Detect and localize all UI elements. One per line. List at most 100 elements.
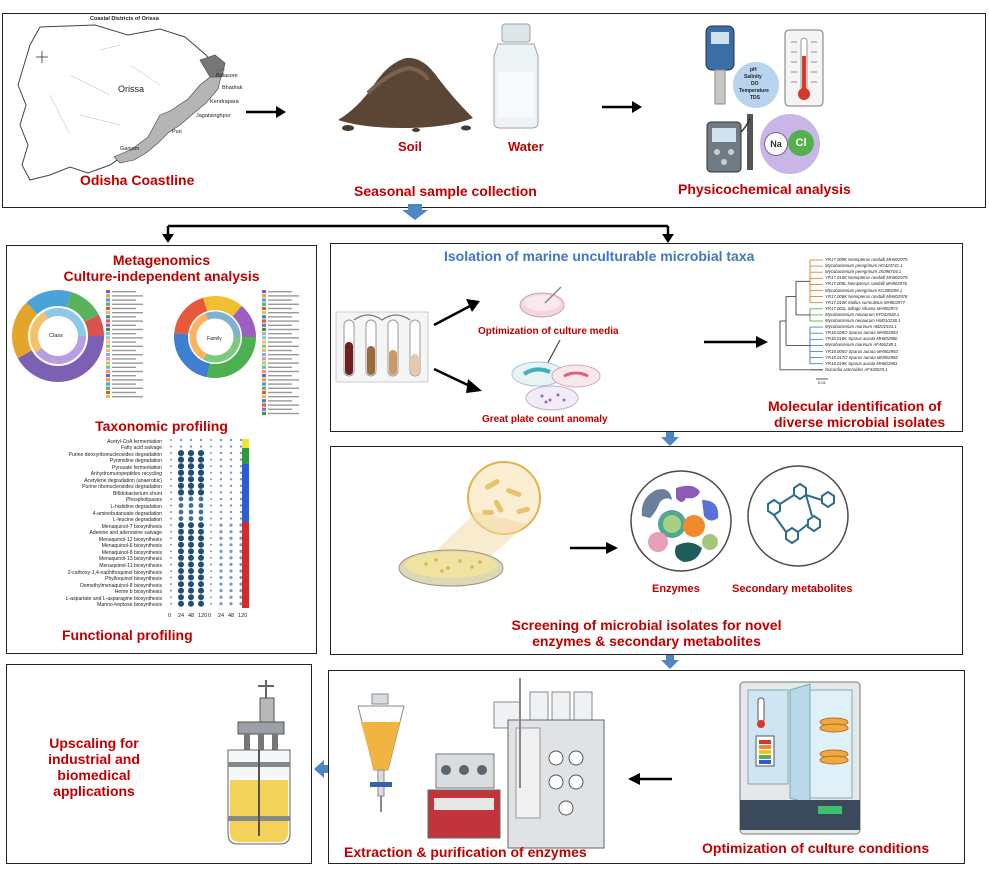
legend-entry-line <box>112 358 136 360</box>
legend-entry-line <box>268 316 292 318</box>
legend-entry-line <box>268 358 292 360</box>
legend-entry-line <box>112 328 143 331</box>
arrow-to-tree <box>704 336 768 348</box>
pathway-bubble <box>188 568 194 574</box>
district-ganjam: Ganjam <box>120 146 140 152</box>
legend-entry-line <box>112 324 136 326</box>
pathway-label: Menaquinol-7 biosynthesis <box>101 523 162 530</box>
pathway-bubble <box>187 456 195 463</box>
water-label: Water <box>508 139 544 154</box>
pathway-bubble <box>239 491 243 494</box>
soil-label: Soil <box>398 139 422 154</box>
pathway-bubble <box>229 465 233 468</box>
pathway-bubble <box>210 583 212 586</box>
secondary-metabolites-circle-icon <box>747 465 849 567</box>
legend-entry-line <box>112 349 136 352</box>
enzymes-circle-icon <box>630 470 732 572</box>
tree-leaf-label: YR17.006K Nemipterus randalli MH802978 <box>825 293 908 299</box>
pathway-label: Purine deoxyribonucleosides degradation <box>68 451 162 458</box>
legend-entry-line <box>112 391 136 394</box>
legend-swatch <box>262 348 266 352</box>
pathway-bubble <box>219 478 223 481</box>
pathway-bubble <box>229 589 233 593</box>
legend-entry-line <box>112 320 143 322</box>
legend-entry-line <box>112 341 136 343</box>
legend-entry-line <box>268 324 292 326</box>
pathway-bubble <box>198 568 204 574</box>
map-state-label: Orissa <box>118 84 145 94</box>
upscaling-line-1: Upscaling for <box>49 735 139 751</box>
legend-entry-line <box>268 312 299 314</box>
pathway-bubble <box>197 476 205 483</box>
pathway-bubble <box>219 556 223 560</box>
thermometer-icon <box>784 29 824 107</box>
upscaling-line-2: industrial and <box>48 751 140 767</box>
legend-swatch <box>106 327 110 331</box>
legend-swatch <box>106 382 110 386</box>
pathway-bubble <box>188 587 194 594</box>
pathway-bubble <box>187 463 195 470</box>
pathway-bubble <box>199 438 203 442</box>
na-ion: Na <box>764 132 788 156</box>
legend-swatch <box>106 340 110 344</box>
pathway-bubble <box>219 595 223 599</box>
pathway-label: Manno-heptose biosynthesis <box>97 602 162 609</box>
legend-swatch <box>262 315 266 319</box>
pathway-label: Menaquinol-6 biosynthesis <box>101 543 162 550</box>
pathway-bubble <box>210 504 212 507</box>
pathway-bubble <box>199 445 203 448</box>
legend-entry-line <box>112 362 143 364</box>
pathway-bubble <box>178 528 184 535</box>
pathway-bubble <box>229 582 233 586</box>
pathway-bubble <box>210 543 212 546</box>
pathway-bubble <box>210 589 212 592</box>
legend-entry-line <box>268 333 292 335</box>
tree-leaf-label: Nocardia asteroides AF430025.1 <box>825 366 888 372</box>
legend-swatch <box>262 302 266 306</box>
pathway-bubble <box>229 595 233 599</box>
pathway-bubble <box>170 556 172 559</box>
pathway-bubble <box>188 528 194 535</box>
pathway-bubble <box>219 438 223 442</box>
pathway-bubble <box>188 581 194 588</box>
legend-swatch <box>106 332 110 336</box>
legend-swatch <box>262 378 266 382</box>
pathway-bubble <box>210 596 212 599</box>
pathway-bubble <box>239 478 243 481</box>
district-kendrapara: Kendrapara <box>210 99 239 105</box>
legend-entry-line <box>268 396 299 398</box>
isolation-panel <box>330 243 963 432</box>
pathway-bubble <box>170 550 172 553</box>
pathway-bubble <box>177 469 185 476</box>
petri-dish-magnified-icon <box>398 461 541 587</box>
molecular-id-caption-1: Molecular identification of <box>768 398 942 414</box>
pathway-bubble <box>198 554 204 561</box>
pathway-bubble <box>178 548 184 555</box>
molecular-id-caption-2: diverse microbial isolates <box>774 414 946 430</box>
legend-swatch <box>106 353 110 357</box>
pathway-bubble <box>219 484 223 488</box>
pathway-bubble <box>210 491 212 494</box>
legend-entry-line <box>268 349 292 352</box>
cl-ion: Cl <box>788 130 814 156</box>
class-legend <box>106 290 143 399</box>
legend-swatch <box>262 306 266 310</box>
legend-entry-line <box>268 375 292 377</box>
legend-entry-line <box>268 370 299 373</box>
legend-swatch <box>262 327 266 331</box>
parameters-bubble <box>733 62 779 108</box>
legend-entry-line <box>112 396 143 398</box>
legend-entry-line <box>112 345 143 347</box>
pathway-bubble <box>239 543 243 547</box>
pathway-bubble <box>219 465 223 468</box>
pathway-bubble <box>210 497 212 500</box>
pathway-bubble <box>219 517 223 520</box>
pathway-bubble <box>229 549 233 553</box>
legend-swatch <box>262 369 266 373</box>
tree-leaf-label: Mycobacterium peregrinum HG424741.1 <box>825 263 903 269</box>
pathway-bubble <box>178 600 184 607</box>
x-tick-label: 120 <box>238 613 248 619</box>
extraction-caption: Extraction & purification of enzymes <box>344 844 587 860</box>
functional-bubble-chart <box>170 438 243 607</box>
legend-entry-line <box>112 295 143 297</box>
